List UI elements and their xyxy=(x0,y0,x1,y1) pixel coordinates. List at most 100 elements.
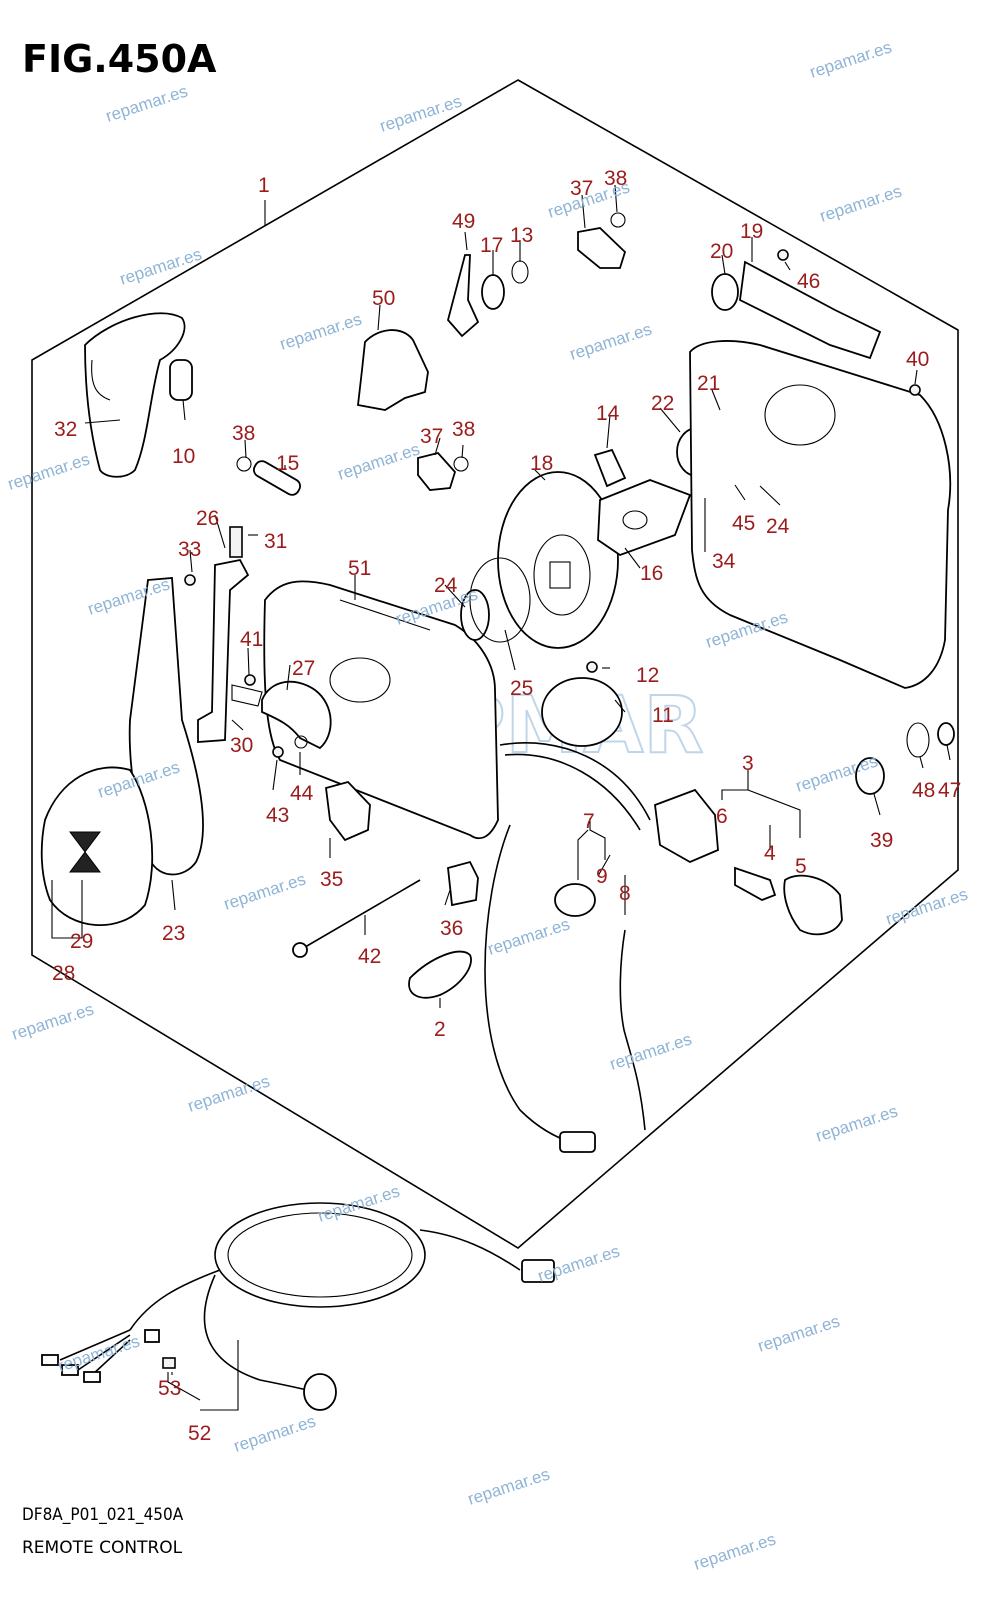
screw-12-part xyxy=(586,661,598,673)
buzzer-11-part xyxy=(541,677,623,747)
nut-47-part xyxy=(937,722,955,746)
control-housing-part xyxy=(263,580,499,840)
clip-35-part xyxy=(325,780,371,842)
connector-part xyxy=(559,1131,596,1153)
callout-45: 45 xyxy=(732,512,755,535)
callout-18: 18 xyxy=(530,452,553,475)
lever-19-part xyxy=(739,260,882,360)
cam-plate-50-part xyxy=(357,329,429,411)
callout-9: 9 xyxy=(596,865,608,888)
watermark-text: repamar.es xyxy=(103,81,190,125)
callout-23: 23 xyxy=(162,922,185,945)
watermark-text: repamar.es xyxy=(607,1029,694,1073)
housing-boss xyxy=(329,657,391,703)
block-36-part xyxy=(447,860,479,907)
callout-29: 29 xyxy=(70,930,93,953)
screw-42-head xyxy=(292,942,308,958)
callout-3: 3 xyxy=(742,752,754,775)
watermark-text: repamar.es xyxy=(185,1071,272,1115)
callout-46: 46 xyxy=(797,270,820,293)
screw-41-part xyxy=(244,674,256,686)
plate-2-part xyxy=(408,950,472,999)
clip-38b-part xyxy=(610,212,626,228)
washer-48-part xyxy=(906,722,930,758)
callout-27: 27 xyxy=(292,657,315,680)
watermark-text: repamar.es xyxy=(755,1311,842,1355)
callout-11: 11 xyxy=(652,704,674,727)
watermark-text: repamar.es xyxy=(231,1411,318,1455)
neutral-bracket-part xyxy=(197,558,250,743)
bracket-37b-part xyxy=(417,451,457,491)
watermark-text: repamar.es xyxy=(377,91,464,135)
callout-22: 22 xyxy=(651,392,674,415)
callout-38a: 38 xyxy=(604,167,627,190)
watermark-text: repamar.es xyxy=(117,244,204,288)
callout-50: 50 xyxy=(372,287,395,310)
callout-42: 42 xyxy=(358,945,381,968)
callout-7: 7 xyxy=(583,810,595,833)
callout-37b: 37 xyxy=(420,425,443,448)
knob-39-part xyxy=(855,757,885,795)
main-switch-6-part xyxy=(654,788,719,864)
callout-53: 53 xyxy=(158,1377,181,1400)
callout-28: 28 xyxy=(52,962,75,985)
callout-25: 25 xyxy=(510,677,533,700)
callout-15: 15 xyxy=(276,452,299,475)
spring-31-part xyxy=(229,526,243,558)
ring-24-part xyxy=(460,589,490,641)
collar-17-part xyxy=(481,274,505,310)
callout-35: 35 xyxy=(320,868,343,891)
pin-15-part xyxy=(253,460,301,496)
callout-39: 39 xyxy=(870,829,893,852)
callout-34: 34 xyxy=(712,550,736,573)
lever-49-part xyxy=(447,254,480,338)
assembly-outline xyxy=(31,79,959,1249)
callout-17: 17 xyxy=(480,234,503,257)
figure-title: FIG.450A xyxy=(22,37,217,81)
watermark-text: repamar.es xyxy=(567,319,654,363)
callout-10: 10 xyxy=(172,445,195,468)
callout-19: 19 xyxy=(740,220,763,243)
plate-16-part xyxy=(597,479,692,557)
plate-hole xyxy=(622,510,648,530)
callout-8: 8 xyxy=(619,882,631,905)
callout-41: 41 xyxy=(240,628,263,651)
callout-44: 44 xyxy=(290,782,314,805)
callout-24b: 24 xyxy=(766,515,790,538)
callout-21: 21 xyxy=(697,372,720,395)
watermark-text: repamar.es xyxy=(221,869,308,913)
harness-52-part xyxy=(41,1202,555,1411)
callout-47: 47 xyxy=(938,779,961,802)
callout-30: 30 xyxy=(230,734,253,757)
wire-harness-down xyxy=(484,824,581,1146)
grip-detail xyxy=(91,359,111,401)
callout-20: 20 xyxy=(710,240,733,263)
figure-code: DF8A_P01_021_450A xyxy=(22,1505,184,1525)
callout-26: 26 xyxy=(196,507,219,530)
suzuki-logo-icon xyxy=(69,831,101,873)
watermark-text: repamar.es xyxy=(813,1101,900,1145)
callout-6: 6 xyxy=(716,805,728,828)
lanyard-8-part xyxy=(619,929,646,1131)
cap-5-part xyxy=(783,874,843,936)
key-4-part xyxy=(734,866,777,901)
callout-37a: 37 xyxy=(570,177,593,200)
callout-38c: 38 xyxy=(452,418,475,441)
watermark-text: repamar.es xyxy=(5,449,92,493)
callout-49: 49 xyxy=(452,210,475,233)
callout-1: 1 xyxy=(258,174,270,197)
washer-13-part xyxy=(511,260,529,284)
callout-36: 36 xyxy=(440,917,463,940)
callout-38b: 38 xyxy=(232,422,255,445)
figure-name: REMOTE CONTROL xyxy=(22,1538,183,1558)
bracket-37a-part xyxy=(577,227,627,269)
callout-4: 4 xyxy=(764,842,776,865)
handle-grip-part xyxy=(84,312,186,478)
side-housing-part xyxy=(689,340,951,689)
callout-16: 16 xyxy=(640,562,663,585)
fuse-53-part xyxy=(162,1357,176,1369)
screw-43-part xyxy=(272,746,284,758)
clip-38a-part xyxy=(236,456,252,472)
ring-25-part xyxy=(469,557,531,643)
watermark-text: repamar.es xyxy=(315,1181,402,1225)
